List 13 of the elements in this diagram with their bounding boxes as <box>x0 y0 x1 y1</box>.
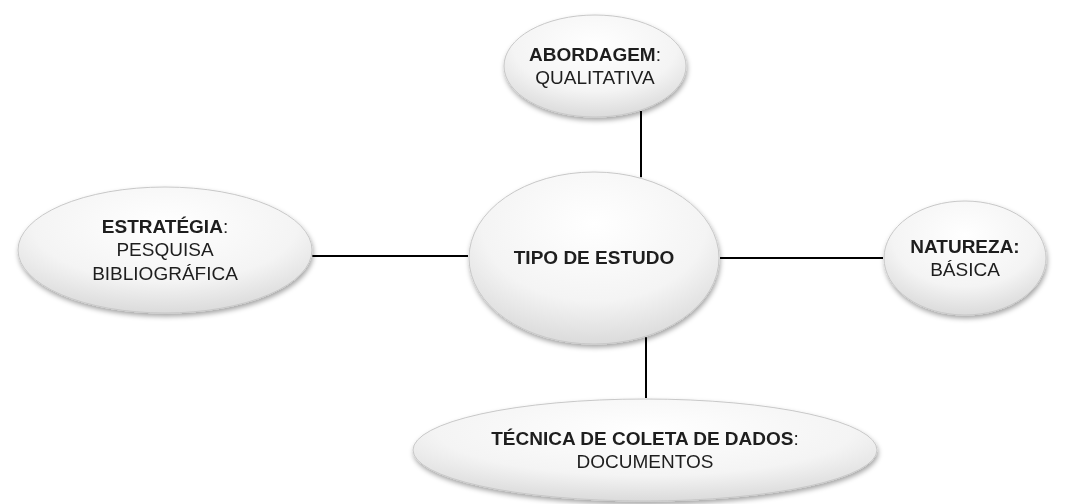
connector-line <box>645 336 647 399</box>
node-label: DOCUMENTOS <box>576 450 714 474</box>
node-label: PESQUISA BIBLIOGRÁFICA <box>91 238 239 285</box>
connector-line <box>719 257 884 259</box>
node-heading: NATUREZA: <box>910 234 1020 258</box>
node-label: TIPO DE ESTUDO <box>513 246 675 270</box>
connector-line <box>640 110 642 179</box>
node-heading: ABORDAGEM: <box>529 42 661 66</box>
node-heading: ESTRATÉGIA: <box>101 215 229 239</box>
node-heading: TÉCNICA DE COLETA DE DADOS: <box>491 426 799 450</box>
node-label: QUALITATIVA <box>535 66 655 90</box>
connector-line <box>311 255 470 257</box>
node-label: BÁSICA <box>930 258 1000 282</box>
